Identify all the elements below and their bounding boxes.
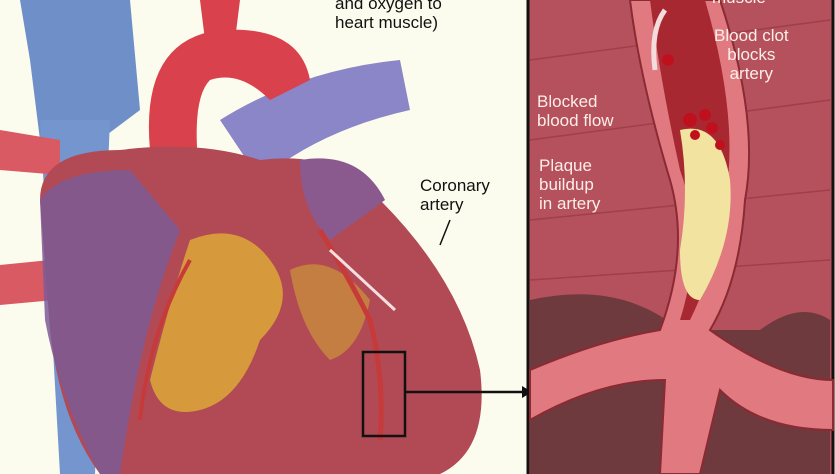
label-line: in artery [539,194,601,213]
blood-clot-label: Blood clot blocks artery [714,26,789,83]
pulmonary-vessel [0,130,60,175]
fat-deposit [290,264,370,360]
label-line: blocks [727,45,776,64]
coronary-artery [138,259,192,421]
flow-arrow-icon [651,8,668,71]
label-line: Blood clot [714,26,789,45]
right-atrium [40,170,180,474]
label-line: Coronary [420,176,490,195]
plaque-label: Plaque buildup in artery [539,156,600,213]
caption-line: heart muscle) [335,13,438,32]
vena-cava [20,0,140,140]
left-atrium [300,158,385,240]
zoom-box [361,350,407,438]
coronary-artery-label: Coronary artery [420,176,490,214]
plaque [680,128,731,300]
label-line: Blocked [537,92,598,111]
artery-inset [529,0,834,474]
blood-clot [662,54,725,150]
blood-flow-arrow [328,248,397,312]
blocked-flow-label: Blocked blood flow [537,92,614,130]
label-line: buildup [539,175,594,194]
pulmonary-artery [220,60,410,180]
fat-deposit [150,233,283,412]
leader-line [439,219,451,246]
aortic-branch [200,0,240,40]
pulmonary-vessel [0,260,55,305]
label-line: Plaque [539,156,592,175]
aorta [148,29,310,181]
inset-top-label: muscle [712,0,766,7]
label-line: blood flow [537,111,614,130]
label-line: artery [729,64,774,83]
label-line: artery [420,195,464,214]
caption-line: and oxygen to [335,0,442,13]
coronary-artery [317,228,384,441]
top-caption: and oxygen to heart muscle) [335,0,442,32]
